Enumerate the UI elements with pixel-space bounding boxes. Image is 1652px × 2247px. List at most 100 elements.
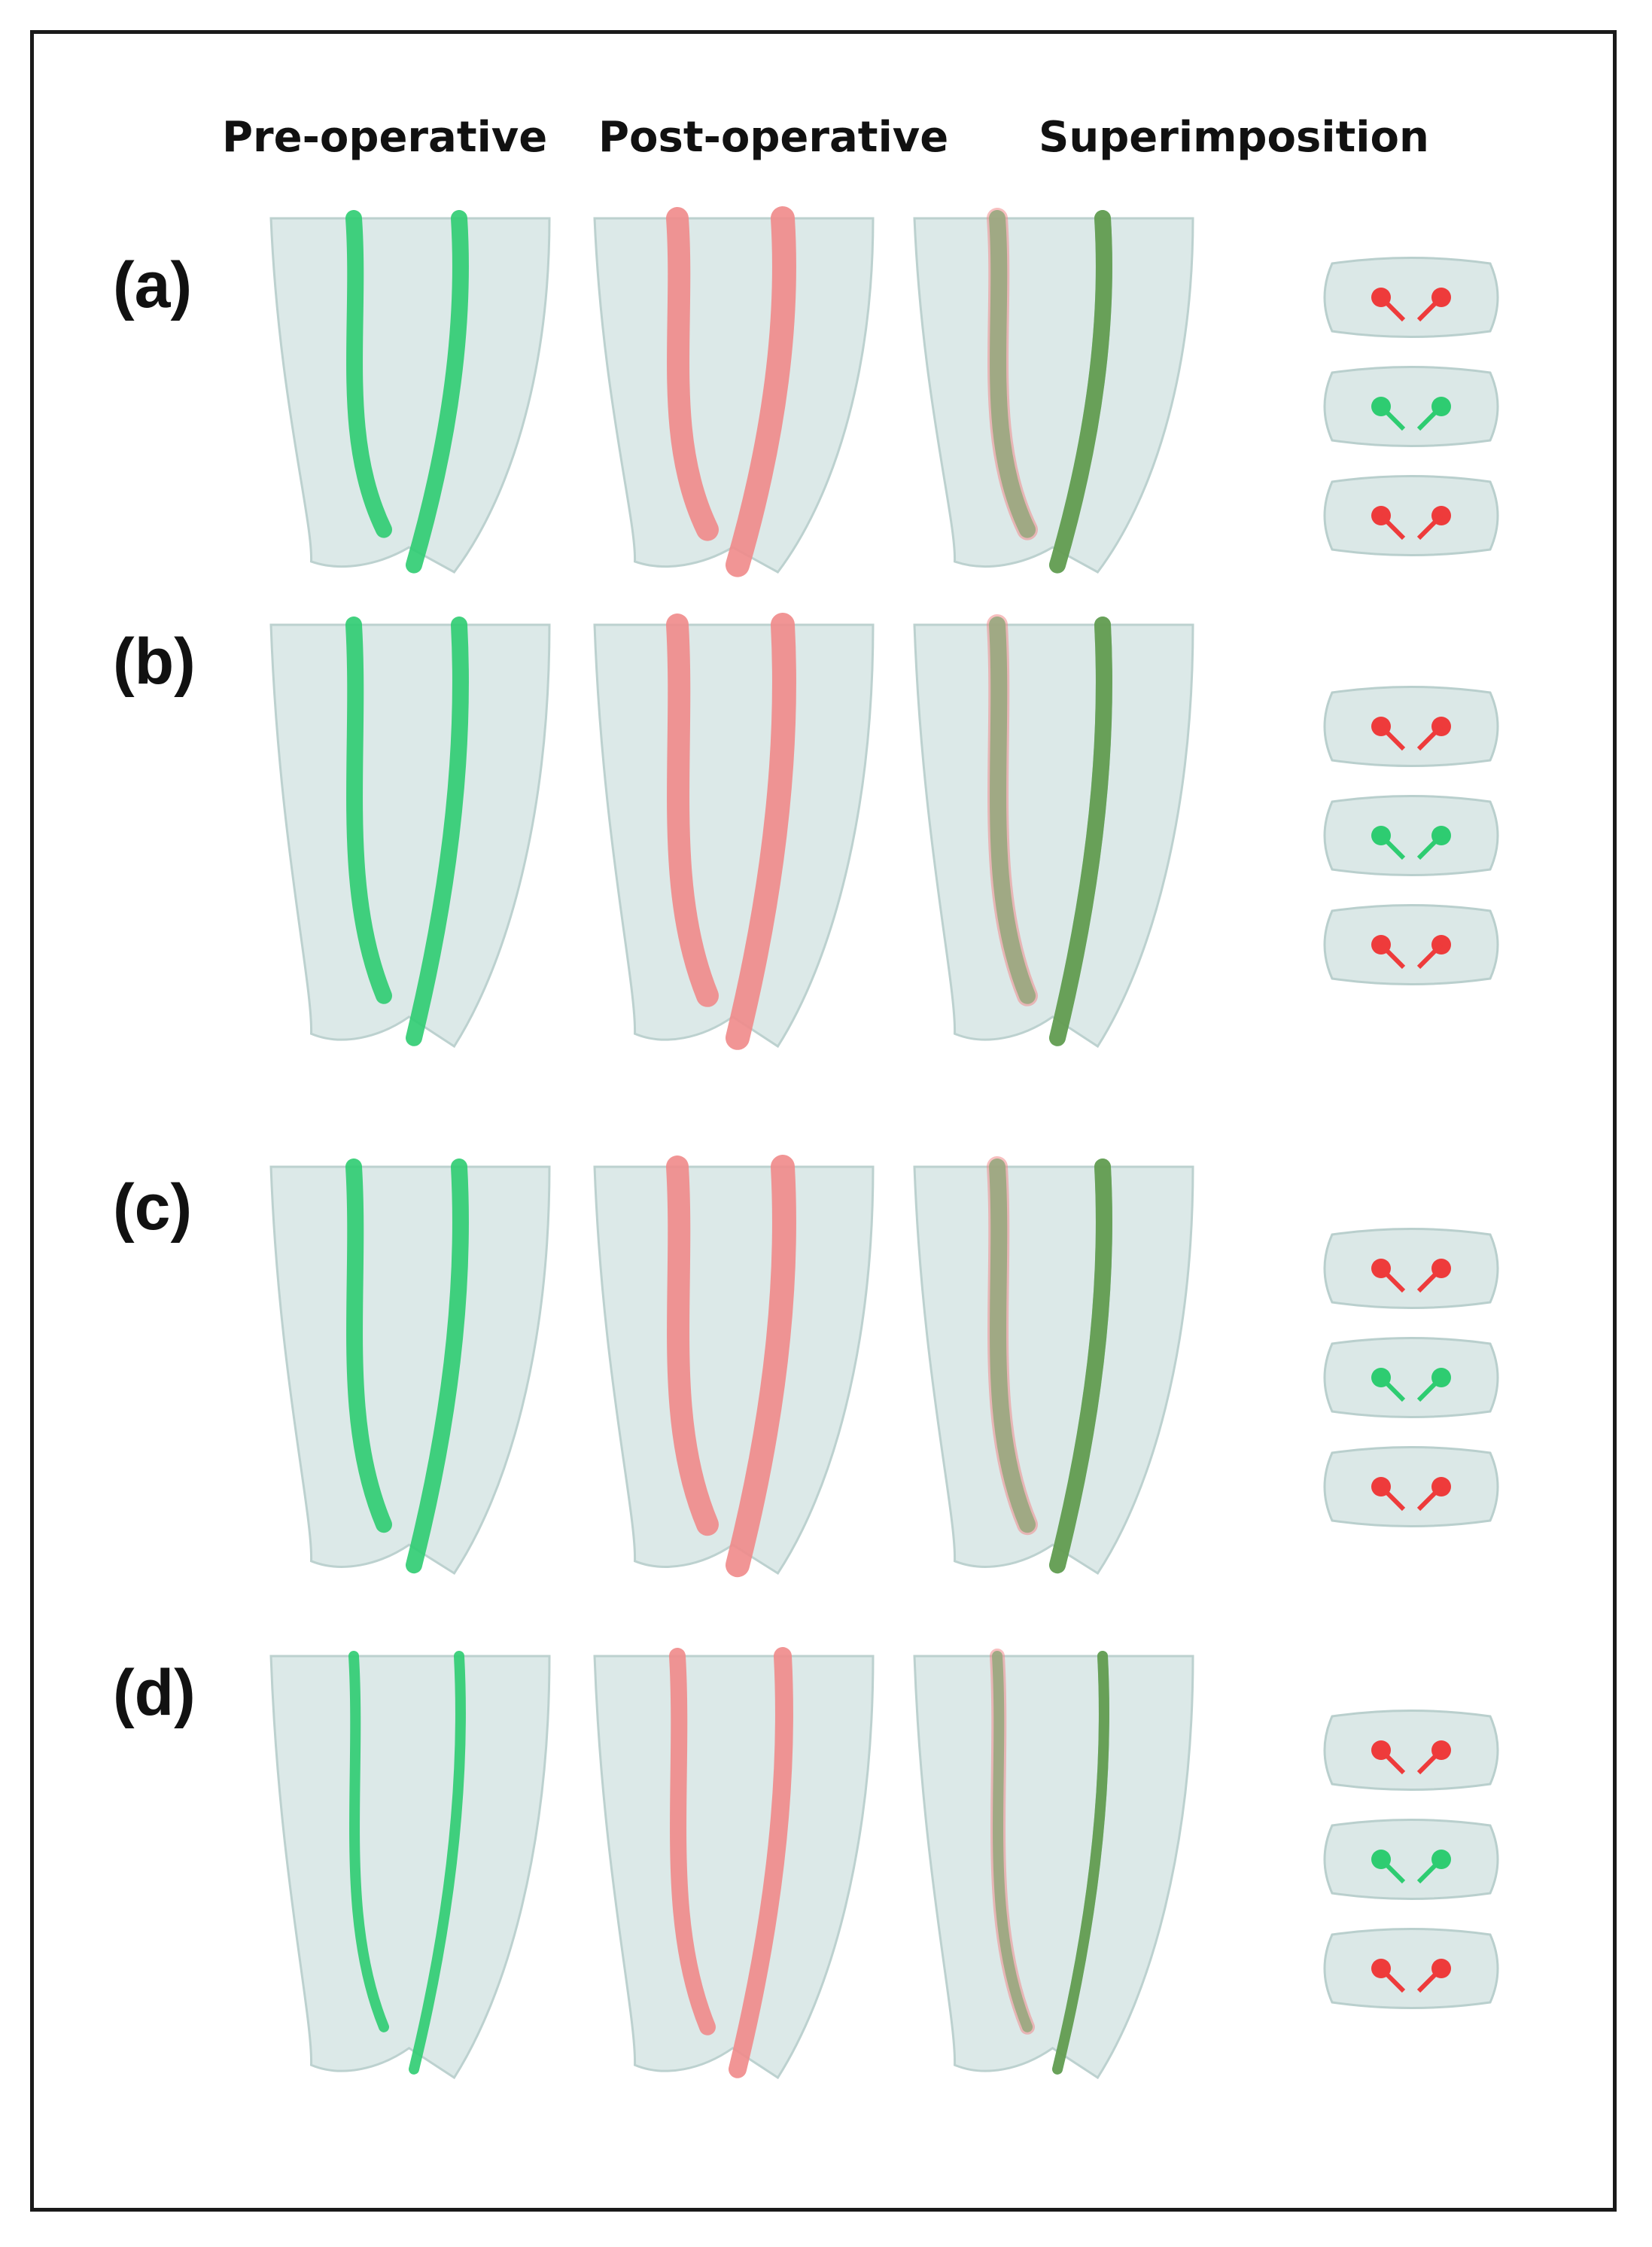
tooth-body (269, 623, 551, 1049)
canal-right (409, 1651, 466, 2075)
canal-right-overlay (1052, 1651, 1109, 2075)
tooth-a-super (913, 208, 1194, 574)
tooth-c-pre (269, 1159, 551, 1576)
section-canal-tail (1379, 1966, 1406, 1993)
canal-left-overlay (987, 614, 1038, 1006)
tooth-a-post (593, 206, 875, 577)
cross-section-a-2 (1323, 366, 1499, 447)
section-body (1323, 1710, 1499, 1791)
canal-left-overlay (987, 1156, 1038, 1536)
cross-section-a-1 (1323, 257, 1499, 338)
canal-right (726, 613, 796, 1050)
row-label-b: (b) (113, 626, 196, 698)
canal-right (729, 1647, 793, 2078)
section-canal-tail (1379, 404, 1406, 431)
tooth-body (593, 217, 875, 574)
tooth-body (913, 1655, 1194, 2080)
canal-right (406, 210, 469, 574)
header-post-operative: Post-operative (598, 113, 949, 162)
tooth-d-post (593, 1647, 875, 2080)
tooth-body (593, 623, 875, 1049)
row-label-d: (d) (113, 1657, 196, 1729)
cross-section-b-3 (1323, 904, 1499, 985)
canal-right (406, 1159, 469, 1574)
tooth-body (269, 217, 551, 574)
section-canal-tail (1379, 295, 1406, 322)
section-canal-tail (1379, 942, 1406, 970)
tooth-c-super (913, 1156, 1194, 1576)
section-body (1323, 686, 1499, 767)
canal-left (666, 207, 719, 541)
canal-left (345, 617, 392, 1004)
canal-left (669, 1648, 716, 2035)
canal-left-overlay (987, 208, 1038, 540)
tooth-d-super (913, 1649, 1194, 2080)
section-body (1323, 795, 1499, 876)
tooth-body (913, 217, 1194, 574)
row-label-a: (a) (113, 249, 193, 321)
section-canal-tail (1416, 1375, 1444, 1402)
section-canal-tail (1416, 404, 1444, 431)
section-body (1323, 257, 1499, 338)
section-canal-tail (1416, 295, 1444, 322)
section-body (1323, 1337, 1499, 1418)
canal-right-overlay (1049, 617, 1112, 1046)
header-superimposition: Superimposition (1039, 113, 1429, 162)
cross-section-a-3 (1323, 475, 1499, 556)
canal-left-overlay (990, 1649, 1035, 2035)
section-canal-tail (1416, 942, 1444, 970)
section-body (1323, 1228, 1499, 1309)
section-canal-tail (1416, 1484, 1444, 1512)
tooth-b-super (913, 614, 1194, 1049)
section-canal-tail (1379, 1748, 1406, 1775)
section-canal-tail (1416, 1857, 1444, 1884)
section-canal-tail (1416, 1966, 1444, 1993)
tooth-body (913, 623, 1194, 1049)
section-body (1323, 366, 1499, 447)
section-canal-tail (1416, 724, 1444, 751)
cross-section-d-2 (1323, 1819, 1499, 1900)
canal-left (666, 1155, 719, 1536)
section-canal-tail (1379, 833, 1406, 860)
section-canal-tail (1379, 724, 1406, 751)
tooth-body (913, 1165, 1194, 1576)
section-body (1323, 1446, 1499, 1527)
canal-left (345, 1159, 392, 1533)
section-body (1323, 1819, 1499, 1900)
canal-right-overlay (1049, 1159, 1112, 1574)
section-canal-tail (1379, 513, 1406, 540)
canal-left (348, 1651, 389, 2032)
cross-section-c-3 (1323, 1446, 1499, 1527)
cross-section-b-1 (1323, 686, 1499, 767)
tooth-b-pre (269, 617, 551, 1049)
section-canal-tail (1379, 1266, 1406, 1293)
tooth-d-pre (269, 1651, 551, 2080)
section-canal-tail (1379, 1857, 1406, 1884)
section-canal-tail (1416, 513, 1444, 540)
canal-right (406, 617, 469, 1046)
cross-section-c-2 (1323, 1337, 1499, 1418)
canal-left (345, 210, 392, 538)
section-canal-tail (1379, 1375, 1406, 1402)
cross-section-c-1 (1323, 1228, 1499, 1309)
tooth-a-pre (269, 210, 551, 574)
section-body (1323, 475, 1499, 556)
tooth-body (269, 1655, 551, 2080)
tooth-b-post (593, 613, 875, 1050)
cross-section-b-2 (1323, 795, 1499, 876)
tooth-body (593, 1165, 875, 1576)
section-canal-tail (1416, 1748, 1444, 1775)
canal-right (726, 1155, 796, 1578)
section-canal-tail (1416, 833, 1444, 860)
cross-section-d-3 (1323, 1928, 1499, 2009)
tooth-body (269, 1165, 551, 1576)
canal-left (666, 614, 719, 1007)
canal-right-overlay (1049, 210, 1112, 574)
cross-section-d-1 (1323, 1710, 1499, 1791)
header-pre-operative: Pre-operative (222, 113, 548, 162)
section-canal-tail (1416, 1266, 1444, 1293)
section-body (1323, 1928, 1499, 2009)
figure-frame (30, 30, 1617, 2212)
row-label-c: (c) (113, 1171, 193, 1244)
tooth-c-post (593, 1155, 875, 1578)
